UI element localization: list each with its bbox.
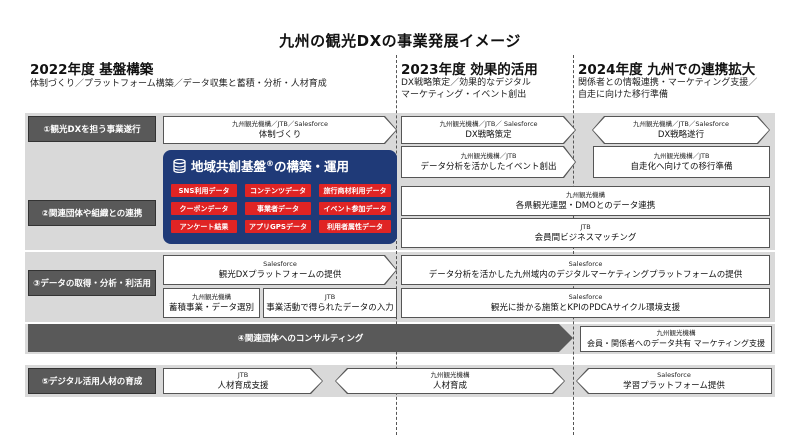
data-chip: 事業者データ — [245, 202, 311, 215]
box-org: Salesforce — [568, 259, 603, 268]
box-data-kyouyuu: 九州観光機構 会員・関係者へのデータ共有 マーケティング支援 — [580, 326, 772, 352]
box-dx-senryaku-sakutei: 九州観光機構／JTB／ Salesforce DX戦略策定 — [401, 116, 576, 144]
data-chip: 旅行商材利用データ — [319, 184, 391, 197]
box-org: JTB — [580, 222, 591, 231]
box-org: Salesforce — [568, 292, 603, 301]
phase-2023-title: 2023年度 効果的活用 — [401, 62, 538, 78]
phase-2022-title: 2022年度 基盤構築 — [30, 62, 154, 78]
platform-title: 地域共創基盤®の構築・運用 — [173, 156, 349, 175]
row-label-5: ⑤デジタル活用人材の育成 — [28, 368, 156, 394]
box-text: 各県観光連盟・DMOとのデータ連携 — [515, 200, 656, 211]
box-text: DX戦略策定 — [465, 129, 512, 140]
phase-2023-desc-1: DX戦略策定／効果的なデジタル — [401, 78, 531, 88]
data-chip: コンテンツデータ — [245, 184, 311, 197]
box-pdca-support: Salesforce 観光に掛かる施策とKPIのPDCAサイクル環境支援 — [401, 288, 770, 318]
box-org: 九州観光機構 — [430, 370, 470, 379]
phase-2024-desc-1: 関係者との情報連携・マーケティング支援／ — [578, 78, 758, 88]
box-learning-platform: Salesforce 学習プラットフォーム提供 — [576, 368, 772, 394]
data-chip: SNS利用データ — [171, 184, 237, 197]
box-text: 自走化へ向けての移行準備 — [630, 161, 733, 172]
phase-2024-desc-2: 自走に向けた移行準備 — [578, 90, 669, 100]
box-org: 九州観光機構／JTB — [460, 151, 517, 160]
box-event-soushutsu: 九州観光機構／JTB データ分析を活かしたイベント創出 — [401, 146, 576, 178]
box-text: 人材育成 — [432, 380, 467, 391]
data-chip: イベント参加データ — [319, 202, 391, 215]
box-org: 九州観光機構 — [656, 328, 696, 337]
row-label-2: ②関連団体や組織との連携 — [28, 200, 156, 226]
diagram-title: 九州の観光DXの事業発展イメージ — [279, 32, 521, 50]
box-org: JTB — [237, 370, 249, 379]
box-org: 九州観光機構 — [192, 292, 231, 301]
row-label-1: ①観光DXを担う事業遂行 — [28, 116, 156, 142]
box-text: 会員・関係者へのデータ共有 マーケティング支援 — [587, 338, 765, 348]
data-chip: アプリGPSデータ — [245, 220, 311, 233]
box-org: 九州観光機構／JTB／ Salesforce — [439, 119, 538, 128]
platform-panel: 地域共創基盤®の構築・運用 SNS利用データ コンテンツデータ 旅行商材利用デー… — [163, 150, 397, 244]
row-label-3: ③データの取得・分析・利活用 — [28, 270, 156, 296]
box-data-senbetsu: 九州観光機構 蓄積事業・データ選別 — [163, 288, 260, 318]
box-org: 九州観光機構／JTB — [653, 151, 710, 160]
box-dx-platform: Salesforce 観光DXプラットフォームの提供 — [163, 255, 397, 285]
database-icon — [173, 158, 186, 173]
box-data-renkei: 九州観光機構 各県観光連盟・DMOとのデータ連携 — [401, 186, 770, 216]
box-text: 事業活動で得られたデータの入力 — [266, 302, 394, 313]
row-label-4-consulting: ④関連団体へのコンサルティング — [28, 324, 573, 352]
box-text: データ分析を活かしたイベント創出 — [420, 161, 557, 172]
data-chip: 利用者属性データ — [319, 220, 391, 233]
phase-divider-2023 — [396, 55, 397, 435]
box-org: Salesforce — [263, 259, 297, 268]
box-jisouka: 九州観光機構／JTB 自走化へ向けての移行準備 — [593, 146, 770, 178]
box-dx-senryaku-suikou: 九州観光機構／JTB／Salesforce DX戦略遂行 — [592, 116, 770, 144]
platform-title-text: 地域共創基盤®の構築・運用 — [191, 158, 350, 174]
box-org: 九州観光機構 — [566, 190, 605, 199]
box-org: JTB — [324, 292, 336, 301]
box-text: データ分析を活かした九州域内のデジタルマーケティングプラットフォームの提供 — [428, 269, 743, 280]
box-jinzai-ikusei: 九州観光機構 人材育成 — [335, 368, 565, 394]
box-text: 体制づくり — [258, 129, 302, 140]
box-text: 観光に掛かる施策とKPIのPDCAサイクル環境支援 — [490, 302, 681, 313]
data-chip: アンケート結果 — [171, 220, 237, 233]
box-text: 会員間ビジネスマッチング — [534, 232, 637, 243]
box-org: Salesforce — [657, 370, 691, 379]
box-org: 九州観光機構／JTB／Salesforce — [632, 119, 729, 128]
phase-2022-desc: 体制づくり／プラットフォーム構築／データ収集と蓄積・分析・人材育成 — [30, 79, 327, 89]
data-chip: クーポンデータ — [171, 202, 237, 215]
box-text: 人材育成支援 — [217, 380, 269, 391]
box-taisei-zukuri: 九州観光機構／JTB／Salesforce 体制づくり — [163, 116, 397, 144]
box-text: 観光DXプラットフォームの提供 — [218, 269, 342, 280]
box-business-matching: JTB 会員間ビジネスマッチング — [401, 218, 770, 248]
phase-2024-title: 2024年度 九州での連携拡大 — [578, 62, 756, 78]
box-text: 蓄積事業・データ選別 — [168, 302, 254, 313]
box-jinzai-ikusei-shien: JTB 人材育成支援 — [163, 368, 323, 394]
box-text: DX戦略遂行 — [657, 129, 705, 140]
box-text: 学習プラットフォーム提供 — [623, 380, 725, 391]
phase-2023-desc-2: マーケティング・イベント創出 — [401, 90, 527, 100]
box-data-input: JTB 事業活動で得られたデータの入力 — [263, 288, 397, 318]
box-digital-marketing-platform: Salesforce データ分析を活かした九州域内のデジタルマーケティングプラッ… — [401, 255, 770, 285]
box-org: 九州観光機構／JTB／Salesforce — [231, 119, 328, 128]
